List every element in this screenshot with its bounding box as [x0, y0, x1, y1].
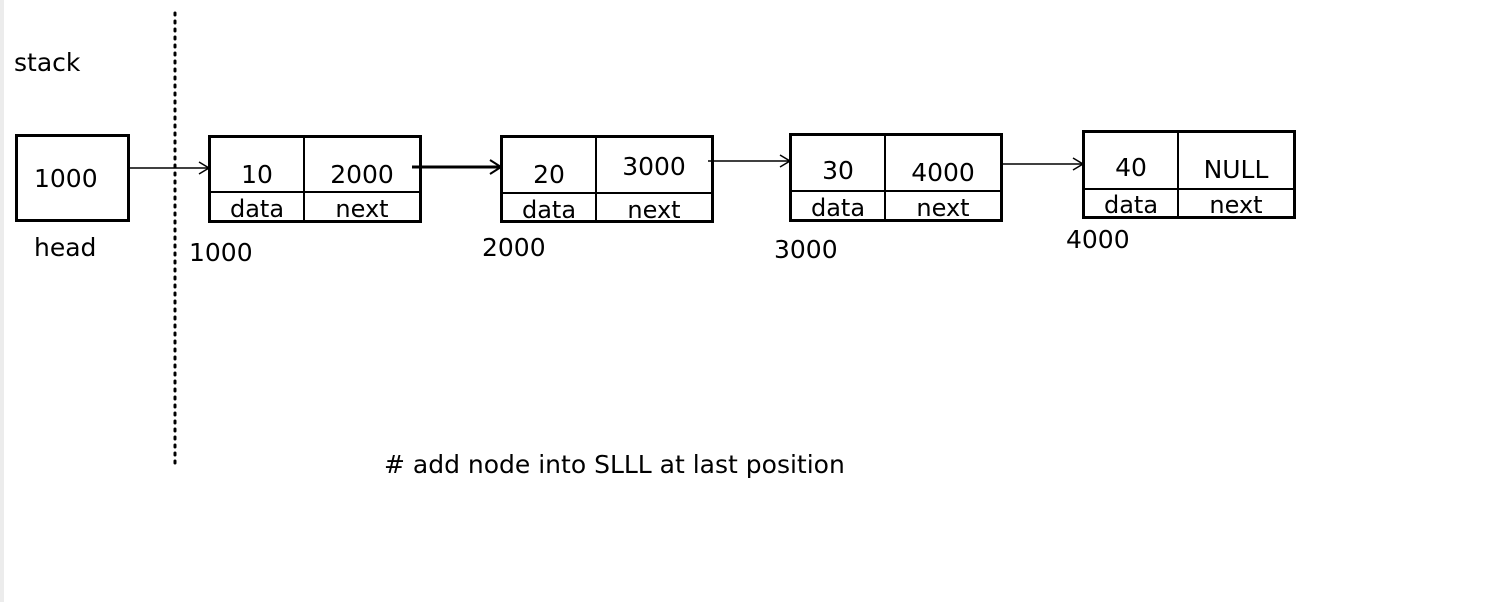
node-1-data-value: 10: [241, 160, 273, 189]
node-1: 10 2000 data next: [208, 135, 422, 223]
node-3-address: 3000: [774, 235, 838, 264]
left-edge-strip: [0, 0, 4, 602]
node-1-data-label: data: [229, 195, 285, 223]
node-3-data-value: 30: [822, 156, 854, 185]
node-2: 20 3000 data next: [500, 135, 714, 223]
node-3-data-label: data: [810, 194, 866, 222]
node-1-next-label: next: [335, 195, 389, 223]
diagram-caption: # add node into SLLL at last position: [384, 450, 845, 479]
head-label: head: [34, 233, 97, 262]
node-1-address: 1000: [189, 238, 253, 267]
node-4-data-label: data: [1103, 191, 1159, 219]
node-1-next-value: 2000: [330, 160, 394, 189]
head-value: 1000: [34, 164, 98, 193]
node-4-next-value: NULL: [1203, 155, 1269, 184]
node-4: 40 NULL data next: [1082, 130, 1296, 219]
node-2-data-label: data: [521, 196, 577, 224]
node-2-data-value: 20: [533, 160, 565, 189]
node-4-address: 4000: [1066, 225, 1130, 254]
node-3-next-value: 4000: [911, 158, 975, 187]
node-4-next-label: next: [1209, 191, 1263, 219]
node-4-data-value: 40: [1115, 153, 1147, 182]
arrow-node-2-to-node-3: [708, 154, 792, 168]
arrow-head-to-node-1: [130, 161, 211, 175]
arrow-node-3-to-node-4: [1000, 157, 1085, 171]
node-3-next-label: next: [916, 194, 970, 222]
stack-label: stack: [14, 48, 81, 77]
arrow-node-1-to-node-2: [412, 159, 503, 175]
node-2-next-label: next: [627, 196, 681, 224]
node-2-address: 2000: [482, 233, 546, 262]
node-2-next-value: 3000: [622, 152, 686, 181]
node-3: 30 4000 data next: [789, 133, 1003, 222]
head-pointer-box: 1000: [15, 134, 130, 222]
